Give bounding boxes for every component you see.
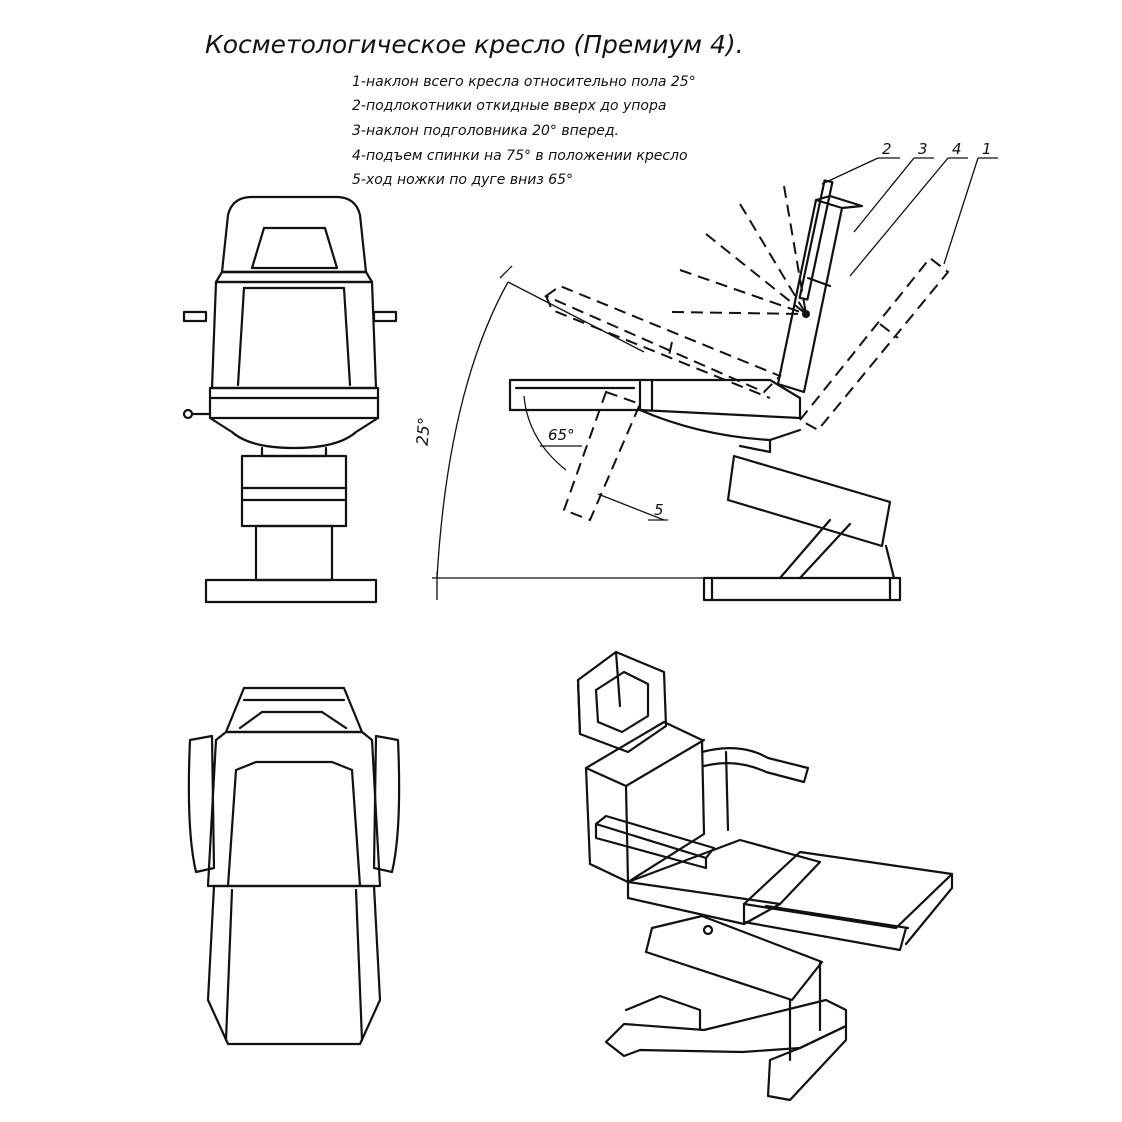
callout-1: 1 — [982, 140, 992, 158]
note-2: 2-подлокотники откидные вверх до упора — [352, 98, 666, 114]
leg-angle-label: 65° — [548, 426, 575, 444]
note-4: 4-подъем спинки на 75° в положении кресл… — [352, 148, 688, 164]
note-5: 5-ход ножки по дуге вниз 65° — [352, 172, 573, 188]
callout-3: 3 — [918, 140, 928, 158]
tilt-angle-label: 25° — [413, 416, 434, 446]
side-view: 25° 65° — [413, 140, 998, 602]
front-view — [182, 195, 398, 604]
callout-5: 5 — [654, 501, 664, 519]
callout-2: 2 — [882, 140, 892, 158]
drawing-title: Косметологическое кресло (Премиум 4). — [205, 30, 744, 59]
top-view — [187, 686, 401, 1046]
isometric-view — [576, 650, 954, 1102]
callout-4: 4 — [952, 140, 962, 158]
note-1: 1-наклон всего кресла относительно пола … — [352, 74, 696, 90]
note-3: 3-наклон подголовника 20° вперед. — [352, 123, 619, 139]
